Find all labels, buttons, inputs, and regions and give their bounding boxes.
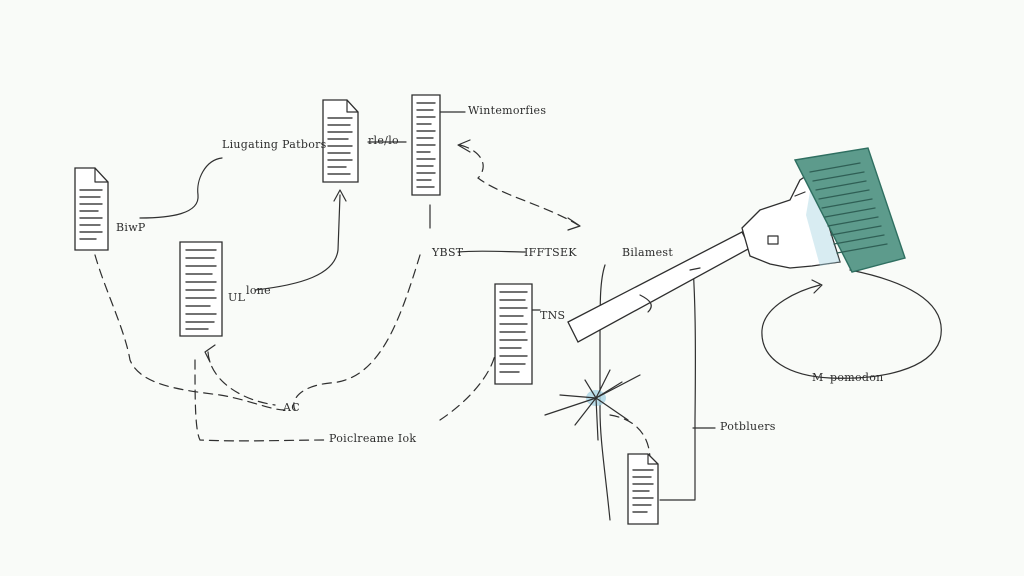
- label-wintemorfies: Wintemorfies: [468, 104, 547, 117]
- loop-right-pomodon: [761, 269, 942, 379]
- arrowhead-up-doc2: [333, 189, 347, 202]
- document-icon-ul: [179, 241, 223, 337]
- label-poicreme: Poiclreame Iok: [329, 432, 417, 445]
- label-ul: UL: [228, 291, 246, 304]
- document-icon-biw: [74, 167, 109, 251]
- label-m: M: [812, 371, 824, 384]
- label-lone: lone: [246, 284, 271, 297]
- arrowhead-ac: [204, 344, 216, 363]
- connector-lone-to-doc2: [254, 194, 341, 291]
- bracket-bilamest-right: [659, 264, 696, 501]
- bracket-bilamest-left: [599, 264, 611, 521]
- dashed-arc-to-bilamest: [459, 144, 579, 226]
- document-icon-lighting: [322, 99, 359, 183]
- connector-vst-to-ifftse: [457, 250, 526, 253]
- dashed-flow-poicreme: [439, 354, 496, 421]
- dashed-flow-vst-loop: [293, 254, 421, 411]
- label-ifftse: IFFTSEK: [524, 246, 577, 259]
- document-icon-tns: [494, 283, 533, 385]
- dashed-flow-lower: [207, 351, 276, 406]
- dashed-flow-left-loop: [94, 254, 286, 411]
- label-vst: YBST: [432, 246, 464, 259]
- green-sheet: [793, 147, 906, 273]
- dashed-flow-bottom: [194, 359, 326, 442]
- connector-biw-to-lighting: [139, 157, 223, 219]
- splash-node: [544, 369, 641, 441]
- label-ac: AC: [283, 401, 300, 414]
- label-bilamest: Bilamest: [622, 246, 674, 259]
- label-relo: rle/lo: [368, 134, 399, 147]
- arrowhead-arc-end: [567, 217, 581, 231]
- label-potbluers: Potbluers: [720, 420, 776, 433]
- label-lighting: Liugating Patbors: [222, 138, 327, 151]
- label-biw: BiwP: [116, 221, 146, 234]
- dashed-flow-lower-right: [609, 414, 651, 461]
- document-icon-bottom: [627, 453, 659, 525]
- document-icon-wintemorfies: [411, 94, 441, 196]
- arrowhead-arc-start: [457, 139, 471, 153]
- arrowhead-loop: [811, 279, 823, 294]
- label-pomodon: pomodon: [830, 371, 884, 384]
- label-tns: TNS: [540, 309, 566, 322]
